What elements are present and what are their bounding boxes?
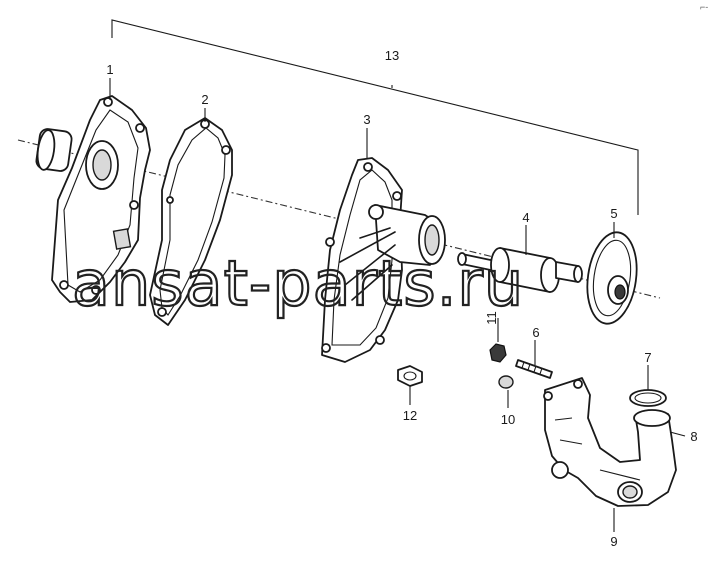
callout-4: 4 [522,210,529,225]
callout-1: 1 [106,62,113,77]
callouts: 1 2 3 4 5 6 7 8 9 10 11 12 13 [106,48,697,549]
callout-3: 3 [363,112,370,127]
corner-mark: ⌐- [700,2,708,12]
water-inlet-pipe [543,377,677,507]
washer-nut [498,375,514,389]
pump-cover [35,95,151,303]
callout-10: 10 [501,412,515,427]
callout-11: 11 [484,311,499,325]
callout-6: 6 [532,325,539,340]
leader-lines [109,78,686,532]
nut [489,343,507,363]
bolt [397,365,423,387]
assembly-bracket [111,19,639,215]
watermark: ansat-parts.ru [72,247,524,320]
stud-bolt [515,359,553,379]
callout-2: 2 [201,92,208,107]
callout-7: 7 [644,350,651,365]
callout-12: 12 [403,408,417,423]
callout-9: 9 [610,534,617,549]
shaft-bearing [457,247,583,293]
o-ring [629,389,667,407]
gasket [149,117,233,326]
callout-8: 8 [690,429,697,444]
callout-13: 13 [385,48,399,63]
impeller [586,231,638,325]
callout-5: 5 [610,206,617,221]
pump-body [321,157,446,363]
